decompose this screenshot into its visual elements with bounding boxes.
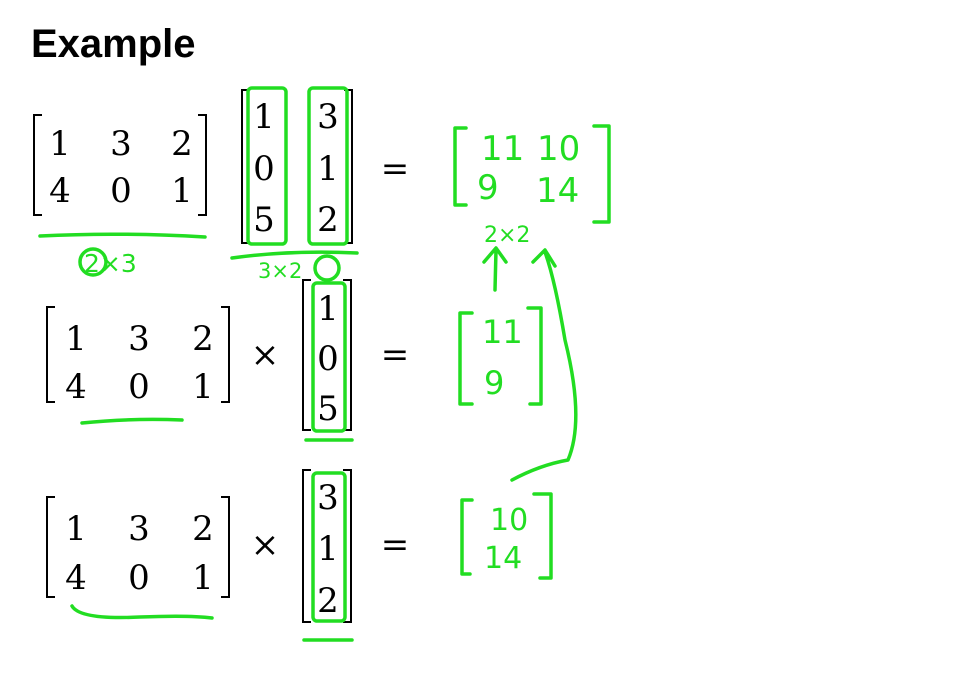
- vector-cell: 1: [317, 529, 339, 569]
- matrix-a-cell: 1: [65, 509, 87, 549]
- column-highlight: [311, 281, 347, 433]
- matrix-a-cell: 1: [49, 124, 71, 164]
- arrow-up-icon: [482, 246, 508, 292]
- matrix-a-cell: 1: [171, 171, 193, 211]
- dim-circle-b: [313, 254, 341, 282]
- matrix-a-cell: 4: [49, 171, 71, 211]
- matrix-a-cell: 3: [128, 319, 150, 359]
- matrix-a-cell: 4: [65, 367, 87, 407]
- matrix-a-row1: 1 3 2 4 0 1: [33, 114, 207, 216]
- matrix-a-cell: 3: [128, 509, 150, 549]
- matrix-a-cell: 1: [192, 367, 214, 407]
- column-vector-2: 3 1 2: [302, 469, 352, 623]
- result-cell: 11: [482, 313, 523, 351]
- vector-cell: 0: [317, 339, 339, 379]
- result-cell: 10: [490, 503, 528, 538]
- matrix-b-cell: 0: [253, 149, 275, 189]
- times-sign: ×: [251, 335, 280, 375]
- matrix-a-cell: 2: [171, 124, 193, 164]
- right-bracket: [343, 469, 352, 623]
- matrix-a-cell: 0: [110, 171, 132, 211]
- result-left-bracket: [460, 498, 474, 576]
- underline-row: [70, 604, 214, 620]
- left-bracket: [46, 306, 55, 403]
- matrix-a-cell: 0: [128, 367, 150, 407]
- vector-cell: 3: [317, 478, 339, 518]
- matrix-a-cell: 2: [192, 509, 214, 549]
- equals-sign: =: [381, 335, 410, 375]
- right-bracket: [221, 496, 230, 598]
- right-bracket: [198, 114, 207, 216]
- times-sign: ×: [251, 525, 280, 565]
- slide-title: Example: [31, 22, 196, 66]
- left-bracket: [302, 279, 311, 431]
- matrix-b-cell: 5: [253, 200, 275, 240]
- matrix-a-row2: 1 3 2 4 0 1: [46, 306, 230, 407]
- matrix-a-cell: 1: [192, 558, 214, 598]
- vector-cell: 1: [317, 289, 339, 329]
- result-cell: 11: [481, 129, 524, 169]
- matrix-a-row3: 1 3 2 4 0 1: [46, 496, 230, 598]
- matrix-b-cell: 3: [317, 97, 339, 137]
- equals-sign: =: [381, 525, 410, 565]
- handwritten-annotations-row3: 10 14: [70, 471, 553, 642]
- result-right-bracket: [592, 124, 611, 224]
- dim-circle-a: [78, 247, 108, 277]
- matrix-b-cell: 2: [317, 200, 339, 240]
- curved-arrow-icon: [510, 248, 578, 482]
- result-left-bracket: [458, 311, 474, 406]
- matrix-a-cell: 3: [110, 124, 132, 164]
- result-left-bracket: [453, 126, 468, 207]
- result-right-bracket: [526, 306, 543, 406]
- dims-a-label: 2×3: [84, 249, 137, 278]
- dims-b-label: 3×2: [258, 259, 302, 283]
- left-bracket: [302, 469, 311, 623]
- matrix-b-row1: 1 3 0 1 5 2: [241, 89, 353, 244]
- matrix-a-cell: 4: [65, 558, 87, 598]
- right-bracket: [221, 306, 230, 403]
- result-right-bracket: [532, 492, 553, 580]
- matrix-b-cell: 1: [317, 149, 339, 189]
- underline-a: [38, 232, 207, 239]
- column-2-highlight: [307, 86, 349, 246]
- result-cell: 9: [484, 364, 504, 402]
- matrix-b-cell: 1: [253, 97, 275, 137]
- vector-cell: 2: [317, 581, 339, 621]
- matrix-a-cell: 1: [65, 319, 87, 359]
- equals-sign: =: [381, 149, 410, 189]
- right-bracket: [343, 279, 352, 431]
- result-dims-label: 2×2: [484, 223, 530, 248]
- result-cell: 14: [536, 171, 579, 211]
- column-vector-1: 1 0 5: [302, 279, 352, 431]
- result-cell: 10: [537, 129, 580, 169]
- handwritten-annotations-row1: 2×3 3×2 11 10 9 14 2×2: [38, 86, 611, 283]
- matrix-a-cell: 0: [128, 558, 150, 598]
- vector-cell: 5: [317, 389, 339, 429]
- underline-b: [230, 250, 359, 260]
- column-highlight: [311, 471, 347, 623]
- left-bracket: [46, 496, 55, 598]
- left-bracket: [241, 89, 250, 244]
- result-cell: 9: [477, 168, 499, 208]
- result-cell: 14: [484, 541, 522, 576]
- handwritten-annotations-row2: 11 9: [80, 246, 578, 482]
- column-1-highlight: [246, 86, 288, 246]
- left-bracket: [33, 114, 42, 216]
- matrix-a-cell: 2: [192, 319, 214, 359]
- underline-row: [80, 417, 184, 425]
